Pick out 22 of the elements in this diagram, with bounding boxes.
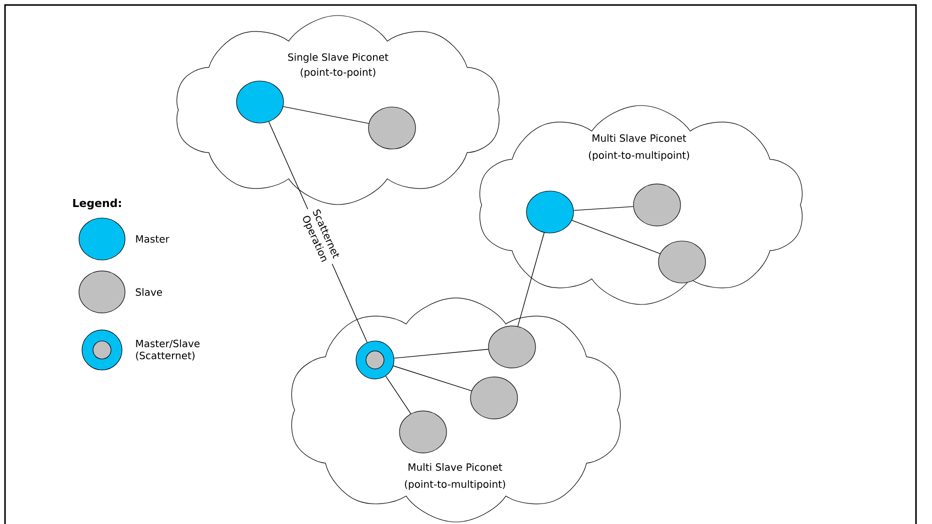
cloud: Single Slave Piconet (point-to-point) [176,15,500,205]
legend-text: Slave [136,288,162,296]
ring-circle [356,340,394,380]
legend-heading: Legend: [73,198,121,210]
legend-text: Master/Slave (Scatternet) [136,340,200,360]
connector-line [517,232,545,327]
cloud: Multi Slave Piconet (point-to-multipoint) [480,105,802,305]
node-circle [488,326,536,368]
node-circle [236,80,284,124]
connector-line [393,366,472,392]
connector-line [572,220,660,254]
connector-line [282,106,370,124]
node-circle [368,106,416,150]
connector-line [573,206,634,211]
node-circle [399,410,447,454]
connector-line [385,376,412,414]
node-circle [658,240,706,284]
connector-line [394,348,489,359]
legend-text: Master [136,235,170,243]
node-circle [470,376,518,420]
node-circle [526,190,574,234]
node-circle [633,184,681,226]
